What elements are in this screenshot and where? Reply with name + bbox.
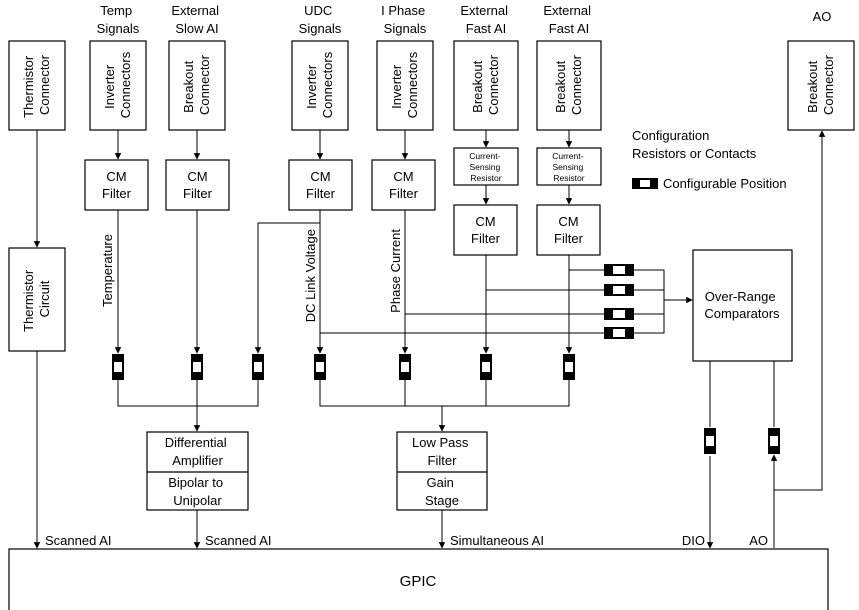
config-pos-temp	[112, 354, 124, 380]
inverter-connectors-udc: Inverter Connectors	[291, 40, 349, 131]
svg-text:Inverter Connectors: Inverter Connectors	[102, 51, 133, 118]
inverter-connectors-iphase: Inverter Connectors	[376, 40, 434, 131]
header-external-fast-ai-1: External Fast AI	[460, 3, 511, 36]
svg-text:Inverter Connectors: Inverter Connectors	[389, 51, 420, 118]
svg-text:GPIC: GPIC	[400, 573, 437, 590]
header-ao: AO	[813, 9, 832, 24]
thermistor-circuit: Thermistor Circuit	[8, 247, 66, 352]
config-pos-cmp-2	[604, 284, 634, 296]
config-pos-udc	[314, 354, 326, 380]
config-pos-slow-ai	[191, 354, 203, 380]
label-phase-current: Phase Current	[388, 229, 403, 313]
thermistor-connector: Thermistor Connector	[8, 40, 66, 131]
header-external-fast-ai-2: External Fast AI	[543, 3, 594, 36]
header-i-phase-signals: I Phase Signals	[381, 3, 429, 36]
legend-title: Configuration Resistors or Contacts	[632, 128, 757, 161]
legend: Configuration Resistors or Contacts Conf…	[632, 128, 787, 191]
svg-text:Current- Sensing R: Current- Sensing Resistor	[552, 151, 586, 183]
low-pass-filter: Low Pass Filter Gain Stage	[396, 431, 488, 511]
svg-text:Current- Sensing R: Current- Sensing Resistor	[469, 151, 503, 183]
signal-wires	[33, 130, 826, 549]
config-pos-iphase	[399, 354, 411, 380]
inverter-connectors-temp: Inverter Connectors	[89, 40, 147, 131]
svg-text:Breakout Connector: Breakout Connector	[553, 54, 584, 115]
svg-text:Breakout Connector: Breakout Connector	[181, 54, 212, 115]
config-pos-ao	[768, 428, 780, 454]
config-pos-dio	[704, 428, 716, 454]
over-range-comparators: Over-Range Comparators	[692, 249, 793, 362]
label-scanned-ai-2: Scanned AI	[205, 533, 272, 548]
config-pos-cmp-4	[604, 327, 634, 339]
current-sensing-resistor-2: Current- Sensing Resistor	[536, 147, 602, 186]
config-pos-udc-diff	[252, 354, 264, 380]
legend-config-position-label: Configurable Position	[663, 176, 787, 191]
label-simultaneous-ai: Simultaneous AI	[450, 533, 544, 548]
gpic-block: GPIC	[8, 548, 829, 610]
label-dio: DIO	[682, 533, 705, 548]
current-sensing-resistor-1: Current- Sensing Resistor	[453, 147, 519, 186]
config-pos-fast-ai-1	[480, 354, 492, 380]
differential-amplifier: Differential Amplifier Bipolar to Unipol…	[146, 431, 249, 511]
label-scanned-ai-1: Scanned AI	[45, 533, 112, 548]
breakout-connector-fast-ai-2: Breakout Connector	[536, 40, 602, 131]
breakout-connector-ao: Breakout Connector	[787, 40, 855, 131]
svg-text:Over-Range Comparators: Over-Range Comparators	[704, 289, 780, 321]
svg-text:Thermistor Connector: Thermistor Connector	[21, 52, 52, 118]
breakout-connector-slow-ai: Breakout Connector	[168, 40, 226, 131]
header-udc-signals: UDC Signals	[299, 3, 342, 36]
svg-text:Breakout Connector: Breakout Connector	[470, 54, 501, 115]
label-dc-link-voltage: DC Link Voltage	[303, 229, 318, 322]
svg-text:Thermistor Circuit: Thermistor Circuit	[21, 266, 52, 332]
config-pos-fast-ai-2	[563, 354, 575, 380]
header-temp-signals: Temp Signals	[97, 3, 140, 36]
config-pos-cmp-3	[604, 308, 634, 320]
label-ao-output: AO	[749, 533, 768, 548]
svg-text:Low Pass Filter: Low Pass Filter	[412, 435, 472, 468]
svg-text:Inverter Connectors: Inverter Connectors	[304, 51, 335, 118]
header-external-slow-ai: External Slow AI	[171, 3, 222, 36]
svg-text:Differential Amplifier: Differential Amplifier	[165, 435, 231, 468]
label-temperature: Temperature	[100, 234, 115, 307]
configurable-positions-horizontal	[604, 264, 634, 339]
configurable-positions-vertical	[112, 354, 780, 454]
gain-stage: Gain Stage	[425, 475, 459, 508]
legend-config-position-icon	[632, 178, 658, 189]
bipolar-to-unipolar: Bipolar to Unipolar	[168, 475, 227, 508]
svg-text:Breakout Connector: Breakout Connector	[805, 54, 836, 115]
config-pos-cmp-1	[604, 264, 634, 276]
breakout-connector-fast-ai-1: Breakout Connector	[453, 40, 519, 131]
